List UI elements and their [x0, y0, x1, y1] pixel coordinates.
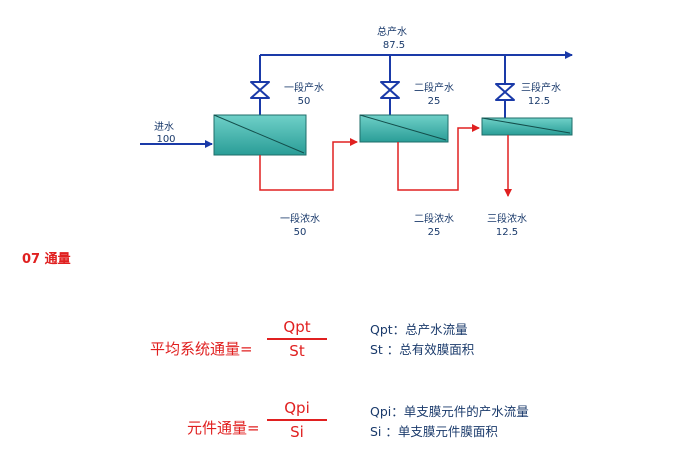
legend-item: Si ：单支膜元件膜面积	[370, 424, 498, 439]
stage3-vessel	[481, 117, 573, 136]
stage2-vessel	[359, 114, 449, 143]
element-flux-label: 元件通量=	[187, 419, 260, 437]
stage3-valve-icon	[495, 83, 515, 101]
feed-value: 100	[156, 134, 175, 145]
stage1-valve-icon	[250, 81, 270, 99]
stage2-concentrate-value: 25	[428, 227, 441, 238]
stage2-valve-icon	[380, 81, 400, 99]
stage1-concentrate-line	[259, 138, 358, 191]
stage3-concentrate-value: 12.5	[496, 227, 518, 238]
legend-item: Qpt：总产水流量	[370, 322, 468, 337]
stage2-product-label: 二段产水	[414, 81, 454, 94]
avg-system-flux-numerator: Qpt	[283, 318, 311, 336]
section-title: 07 通量	[22, 252, 71, 267]
element-flux-fraction: Qpi Si	[267, 398, 327, 442]
stage3-concentrate-label: 三段浓水	[487, 212, 527, 225]
stage3-product-value: 12.5	[528, 96, 550, 107]
fraction-bar	[267, 419, 327, 421]
avg-system-flux-legend: Qpt：总产水流量 St ：总有效膜面积	[370, 320, 474, 360]
element-flux-legend: Qpi：单支膜元件的产水流量 Si ：单支膜元件膜面积	[370, 402, 529, 442]
stage2-concentrate-line	[397, 124, 480, 191]
ro-flow-diagram: 总产水 87.5 进水 100 一段产水 50 二段产水 25 三段产水 12.…	[140, 25, 573, 238]
stage1-concentrate-label: 一段浓水	[280, 212, 320, 225]
stage1-vessel	[213, 114, 307, 156]
stage2-product-value: 25	[428, 96, 441, 107]
stage1-product-value: 50	[298, 96, 311, 107]
stage1-product-label: 一段产水	[284, 81, 324, 94]
fraction-bar	[267, 338, 327, 340]
legend-item: St ：总有效膜面积	[370, 342, 475, 357]
legend-item: Qpi：单支膜元件的产水流量	[370, 404, 529, 419]
stage2-concentrate-label: 二段浓水	[414, 212, 454, 225]
avg-system-flux-fraction: Qpt St	[267, 317, 327, 361]
stage3-product-label: 三段产水	[521, 81, 561, 94]
stage1-concentrate-value: 50	[294, 227, 307, 238]
avg-system-flux-label: 平均系统通量=	[150, 340, 253, 358]
element-flux-denominator: Si	[290, 423, 304, 441]
total-product-label: 总产水	[377, 25, 407, 38]
total-product-value: 87.5	[383, 40, 405, 51]
avg-system-flux-denominator: St	[289, 342, 305, 360]
feed-label: 进水	[154, 121, 174, 133]
element-flux-numerator: Qpi	[284, 399, 310, 417]
